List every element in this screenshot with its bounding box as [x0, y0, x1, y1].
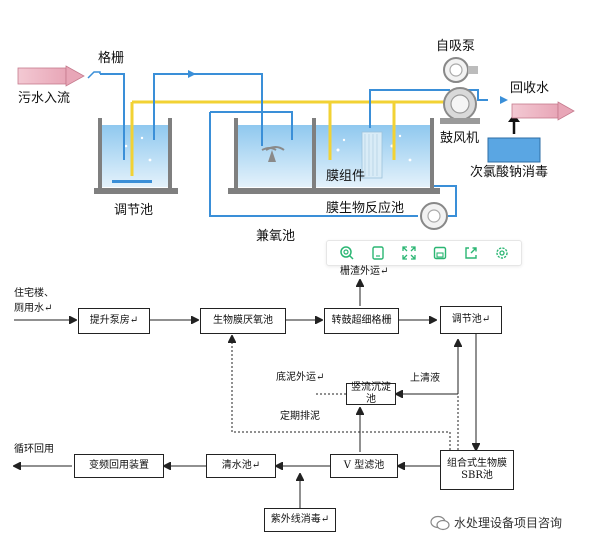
sewage-inlet-arrow [17, 65, 85, 87]
recycled-water-arrow [511, 101, 575, 121]
disinfection-tank [487, 114, 541, 163]
box-rotary-screen: 转鼓超细格栅 [324, 308, 399, 334]
grille-label: 格栅 [98, 51, 125, 66]
box-equalization: 调节池↵ [440, 306, 502, 334]
source-label-1: 住宅楼、 [14, 288, 54, 299]
box-anoxic: 生物膜厌氧池 [200, 308, 286, 334]
box-reuse-device: 变频回用装置 [74, 454, 164, 478]
air-pipe [130, 100, 450, 176]
box-sbr: 组合式生物膜SBR池 [440, 450, 514, 490]
blower-label: 鼓风机 [440, 131, 480, 146]
supernatant-label: 上清液 [410, 373, 440, 384]
equalization-tank [94, 118, 178, 194]
expand-button[interactable] [399, 243, 419, 263]
copy-icon [371, 246, 384, 260]
settings-button[interactable] [492, 243, 512, 263]
equalization-tank-label: 调节池 [114, 203, 154, 218]
expand-icon [401, 246, 416, 260]
return-pump [420, 202, 448, 230]
search-button[interactable] [337, 243, 357, 263]
image-toolbar [326, 240, 522, 266]
copy-button[interactable] [368, 243, 388, 263]
membrane-module-label: 膜组件 [326, 169, 366, 184]
sewage-inlet-label: 污水入流 [18, 91, 71, 106]
share-icon [464, 247, 477, 259]
disinfection-label: 次氯酸钠消毒 [470, 165, 549, 180]
bioreactor-tank [124, 118, 440, 194]
source-label-2: 厕用水↵ [14, 303, 53, 314]
save-button[interactable] [430, 243, 450, 263]
anoxic-tank-label: 兼氧池 [256, 229, 296, 244]
pump-label: 自吸泵 [436, 39, 476, 54]
periodic-sludge-label: 定期排泥 [280, 411, 320, 422]
water-pipes [100, 73, 488, 217]
share-button[interactable] [461, 243, 481, 263]
box-clear-water: 清水池↵ [206, 454, 276, 478]
sludge-out-label: 底泥外运↵ [276, 372, 325, 383]
settings-icon [495, 247, 508, 259]
wechat-icon [430, 515, 450, 530]
mbr-label: 膜生物反应池 [326, 201, 405, 216]
process-schematic [17, 57, 575, 230]
box-uv: 紫外线消毒↵ [264, 508, 336, 532]
self-priming-pump [443, 57, 478, 83]
screen-residue-label: 栅渣外运↵ [340, 266, 389, 277]
box-settling: 竖流沉淀池 [346, 382, 396, 405]
watermark: 水处理设备项目咨询 [430, 514, 562, 531]
recycle-label: 循环回用 [14, 444, 54, 455]
recycled-water-label: 回收水 [510, 81, 550, 96]
blower [440, 87, 480, 124]
box-lift-pump: 提升泵房↵ [78, 308, 150, 334]
box-v-filter: V 型滤池 [330, 454, 398, 478]
watermark-text: 水处理设备项目咨询 [454, 516, 563, 530]
search-icon [339, 246, 354, 260]
save-icon [433, 246, 446, 260]
